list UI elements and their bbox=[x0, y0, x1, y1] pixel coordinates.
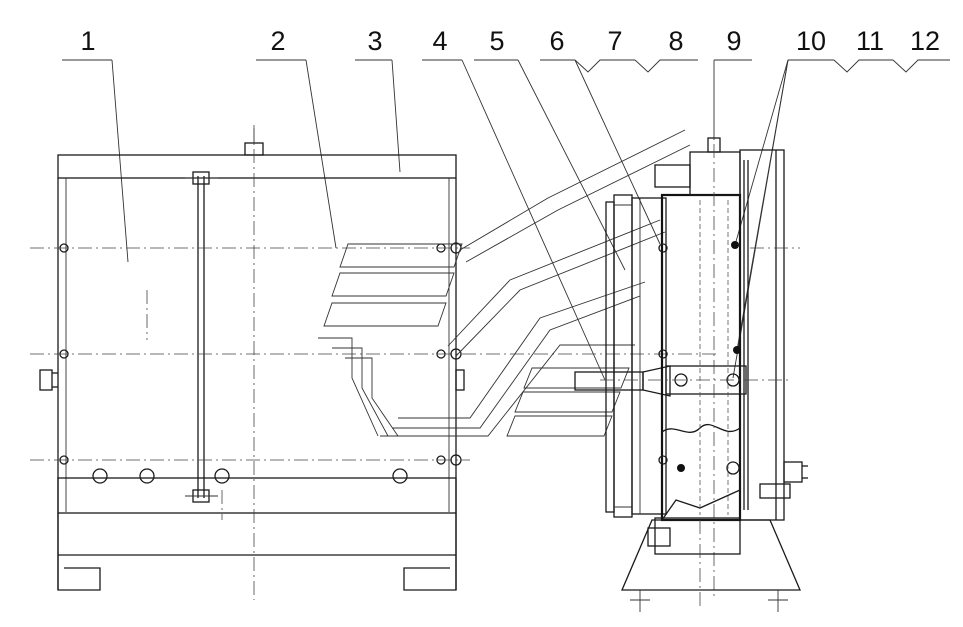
motor-stand bbox=[621, 517, 801, 612]
callout-6: 6 bbox=[549, 26, 564, 56]
callout-8: 8 bbox=[668, 26, 683, 56]
callout-labels: 1 2 3 4 5 6 7 8 9 10 11 12 bbox=[80, 26, 940, 56]
housing-left bbox=[30, 125, 720, 600]
callout-4: 4 bbox=[432, 26, 447, 56]
callout-2: 2 bbox=[270, 26, 285, 56]
callout-3: 3 bbox=[367, 26, 382, 56]
callout-7: 7 bbox=[607, 26, 622, 56]
fan-shroud bbox=[574, 194, 671, 518]
callout-9: 9 bbox=[726, 26, 741, 56]
callout-5: 5 bbox=[489, 26, 504, 56]
motor-block bbox=[600, 120, 808, 600]
callout-1: 1 bbox=[80, 26, 95, 56]
watermark-chevrons bbox=[318, 129, 691, 437]
callout-10: 10 bbox=[796, 26, 826, 56]
leader-lines bbox=[62, 59, 950, 381]
callout-12: 12 bbox=[910, 26, 940, 56]
callout-11: 11 bbox=[856, 26, 884, 56]
